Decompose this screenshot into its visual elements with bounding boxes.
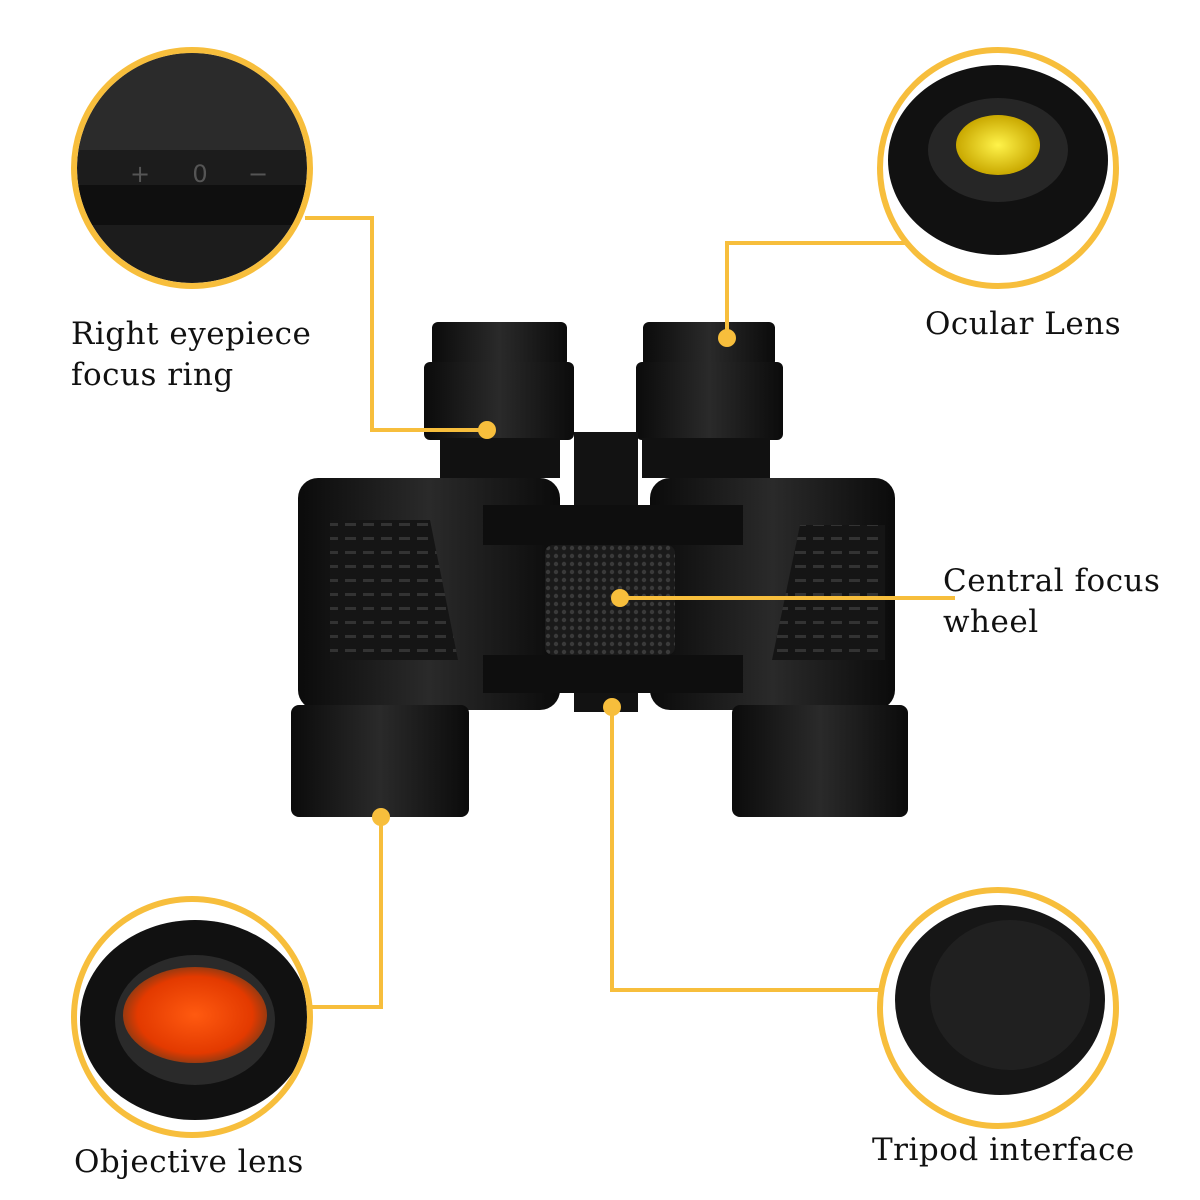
eyepiece-detail-circle: + 0 −	[71, 47, 313, 289]
callout-lines	[305, 216, 955, 1009]
svg-text:0: 0	[192, 160, 207, 188]
eyepiece-focus-ring-label: Right eyepiece focus ring	[71, 316, 312, 393]
tripod-interface-detail-circle	[877, 887, 1119, 1129]
objective-lens-label: Objective lens	[74, 1144, 304, 1180]
svg-text:+: +	[130, 160, 150, 188]
svg-text:−: −	[248, 160, 268, 188]
objective-lens-detail-circle	[71, 896, 313, 1138]
callout-dots	[372, 329, 736, 826]
tripod-interface-label: Tripod interface	[872, 1132, 1135, 1168]
central-focus-wheel-label: Central focus wheel	[943, 563, 1161, 640]
ocular-lens-detail-circle	[877, 47, 1119, 289]
binoculars-image	[291, 322, 908, 817]
ocular-lens-label: Ocular Lens	[925, 306, 1122, 342]
